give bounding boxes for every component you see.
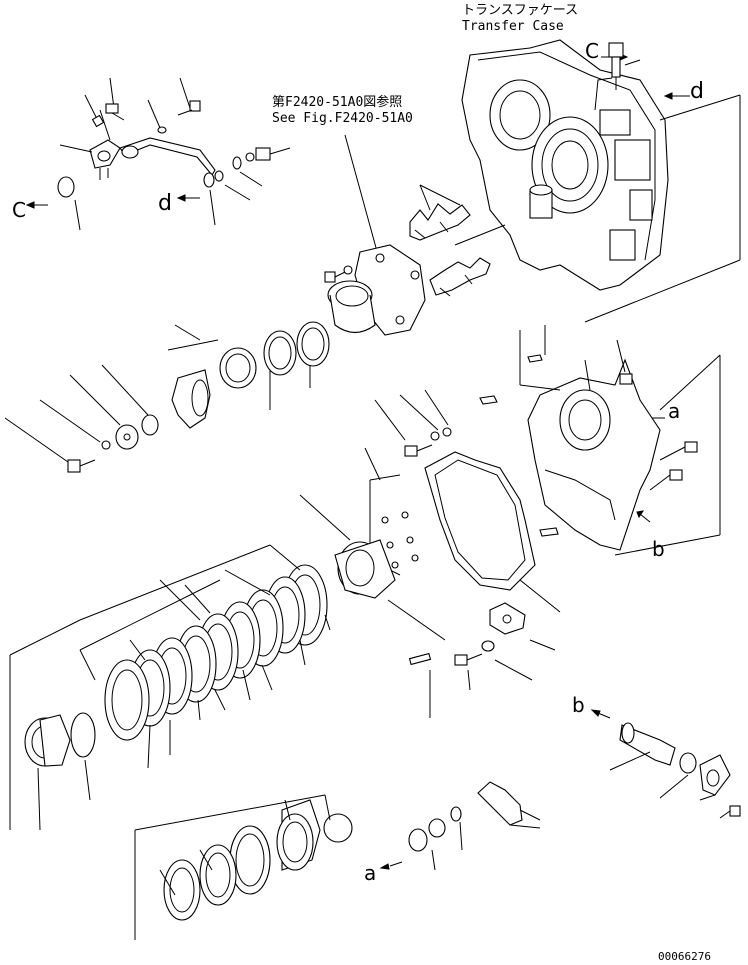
output-shaft: [609, 722, 741, 819]
callout-c-top: C: [585, 39, 599, 63]
cover-and-gasket: [364, 325, 721, 613]
bearing-retainer: [324, 134, 426, 336]
bottom-parts: [387, 599, 556, 718]
callout-d-left: d: [158, 191, 172, 216]
callout-b-bottom: b: [572, 693, 585, 717]
transfer-case-jp-label: トランスファケース: [462, 3, 578, 18]
clutch-pack: [9, 494, 396, 831]
lever-parts: [408, 781, 541, 871]
linkage-group: [57, 77, 291, 231]
callout-a-top: a: [668, 399, 680, 423]
drawing-number: 00066276: [658, 950, 711, 963]
shift-forks: [409, 184, 506, 297]
transfer-case-en-label: Transfer Case: [462, 19, 564, 34]
transfer-case: [461, 39, 669, 291]
callout-b-mid: b: [652, 537, 665, 561]
see-fig-jp-label: 第F2420-51A0図参照: [272, 94, 402, 110]
callout-d-right: d: [690, 79, 704, 104]
callout-a-bottom: a: [364, 861, 376, 885]
see-fig-en-label: See Fig.F2420-51A0: [272, 111, 413, 126]
bottom-left-bearing-group: [134, 794, 353, 940]
leader-lines-right: [584, 59, 741, 323]
callout-c-left: C: [12, 198, 26, 222]
coupling-seals: [4, 321, 330, 473]
